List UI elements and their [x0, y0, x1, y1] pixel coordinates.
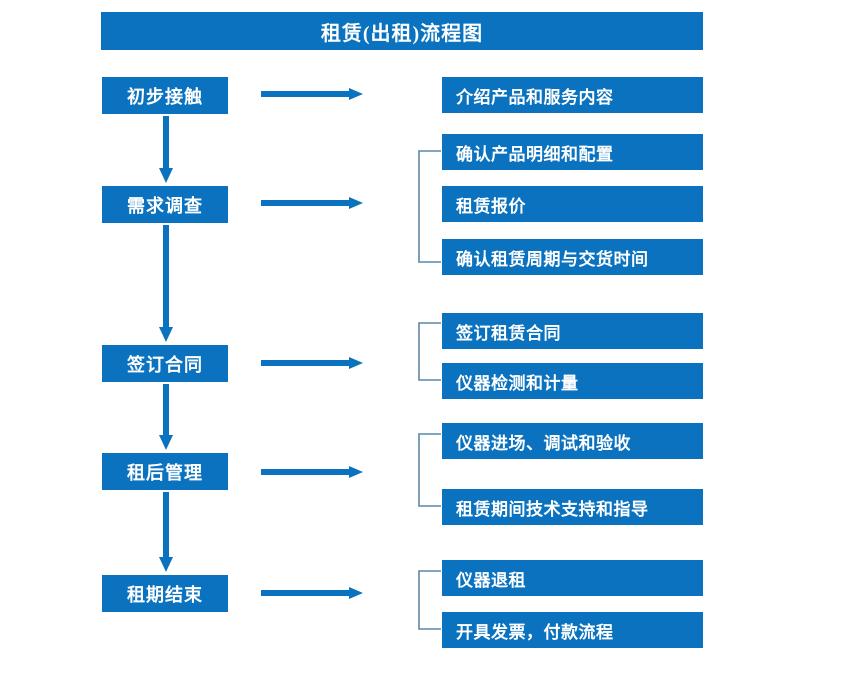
group-bracket-4	[418, 570, 442, 630]
detail-box-6[interactable]: 仪器检测和计量	[442, 363, 703, 399]
right-arrow-icon-4	[261, 464, 364, 480]
detail-box-3[interactable]: 租赁报价	[442, 186, 703, 222]
right-arrow-icon-5	[261, 585, 364, 601]
down-arrow-icon-2	[158, 225, 174, 343]
down-arrow-icon-1	[158, 116, 174, 184]
group-bracket-2	[418, 322, 442, 381]
stage-box-5[interactable]: 租期结束	[102, 575, 228, 612]
group-bracket-3	[418, 433, 442, 507]
detail-box-2[interactable]: 确认产品明细和配置	[442, 134, 703, 170]
group-bracket-1	[418, 150, 442, 263]
stage-box-3[interactable]: 签订合同	[102, 345, 228, 382]
stage-box-4[interactable]: 租后管理	[102, 453, 228, 490]
down-arrow-icon-3	[158, 384, 174, 451]
down-arrow-icon-4	[158, 492, 174, 573]
detail-box-8[interactable]: 租赁期间技术支持和指导	[442, 489, 703, 525]
detail-box-9[interactable]: 仪器退租	[442, 560, 703, 596]
detail-box-7[interactable]: 仪器进场、调试和验收	[442, 423, 703, 459]
detail-box-5[interactable]: 签订租赁合同	[442, 313, 703, 349]
page-title: 租赁(出租)流程图	[101, 12, 703, 50]
stage-box-2[interactable]: 需求调查	[102, 186, 228, 223]
detail-box-10[interactable]: 开具发票，付款流程	[442, 612, 703, 648]
right-arrow-icon-1	[261, 86, 364, 102]
detail-box-4[interactable]: 确认租赁周期与交货时间	[442, 239, 703, 275]
right-arrow-icon-3	[261, 355, 364, 371]
right-arrow-icon-2	[261, 195, 364, 211]
stage-box-1[interactable]: 初步接触	[102, 77, 228, 114]
detail-box-1[interactable]: 介绍产品和服务内容	[442, 77, 703, 113]
